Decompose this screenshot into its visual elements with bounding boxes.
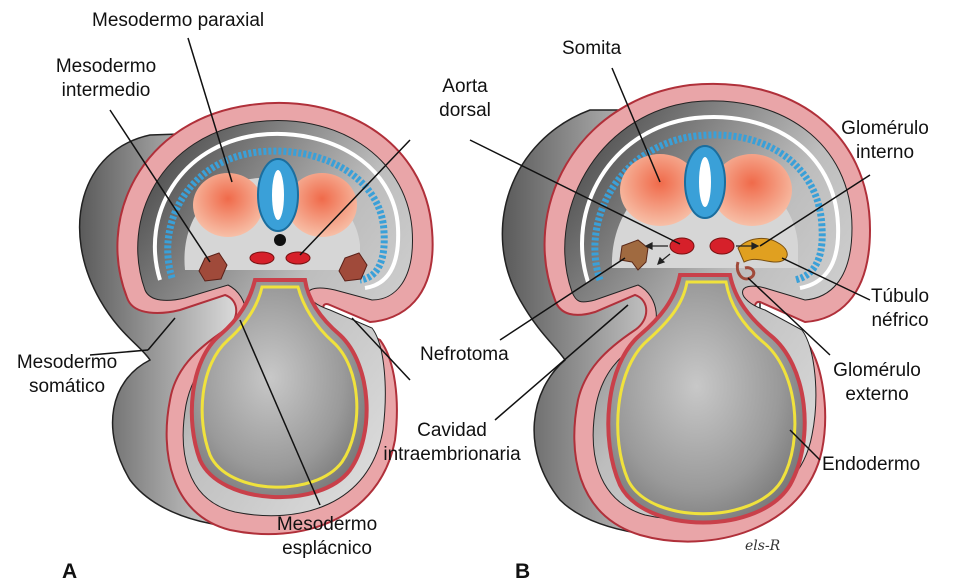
panel-a-notochord <box>274 234 286 246</box>
label-aorta-dorsal-line1: Aorta <box>425 76 505 98</box>
label-cavidad-line2: intraembrionaria <box>372 444 532 466</box>
label-glomerulo-interno-line2: interno <box>830 142 940 164</box>
label-glomerulo-externo-line2: externo <box>822 384 932 406</box>
panel-b-embryo <box>470 68 870 542</box>
label-tubulo-nefrico-line2: néfrico <box>850 310 950 332</box>
panel-a-aorta-right <box>286 252 310 264</box>
artist-signature: els-R <box>745 538 780 554</box>
label-glomerulo-interno-line1: Glomérulo <box>830 118 940 140</box>
label-mesodermo-paraxial: Mesodermo paraxial <box>92 10 264 32</box>
label-glomerulo-externo-line1: Glomérulo <box>822 360 932 382</box>
panel-label-a: A <box>62 560 77 584</box>
label-mesodermo-esplacnico-line2: esplácnico <box>262 538 392 560</box>
panel-a-neural-canal <box>272 170 284 220</box>
label-cavidad-line1: Cavidad <box>372 420 532 442</box>
panel-b-neural-canal <box>699 157 711 207</box>
label-tubulo-nefrico-line1: Túbulo <box>850 286 950 308</box>
label-mesodermo-somatico-line2: somático <box>8 376 126 398</box>
panel-a-paraxial-mesoderm-left <box>193 173 263 237</box>
label-mesodermo-esplacnico-line1: Mesodermo <box>262 514 392 536</box>
panel-b-aorta-right <box>710 238 734 254</box>
label-nefrotoma: Nefrotoma <box>420 344 509 366</box>
label-mesodermo-intermedio-line2: intermedio <box>40 80 172 102</box>
label-aorta-dorsal-line2: dorsal <box>425 100 505 122</box>
label-endodermo: Endodermo <box>822 454 920 476</box>
label-mesodermo-intermedio-line1: Mesodermo <box>40 56 172 78</box>
panel-label-b: B <box>515 560 530 584</box>
panel-a-aorta-left <box>250 252 274 264</box>
label-somita: Somita <box>562 38 621 60</box>
label-mesodermo-somatico-line1: Mesodermo <box>8 352 126 374</box>
